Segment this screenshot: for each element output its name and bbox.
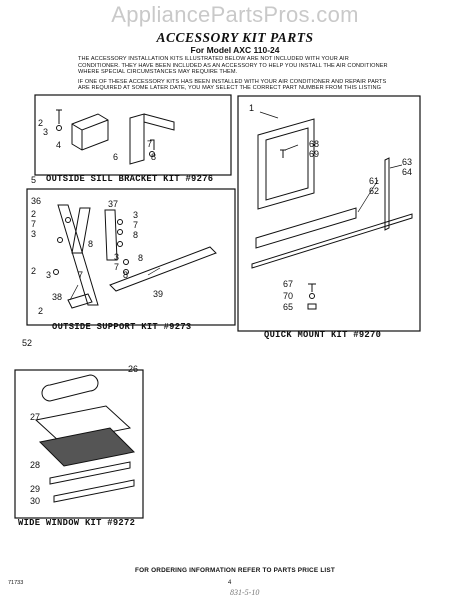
callout-37: 37 [108,199,119,209]
support-foot-part-38 [67,293,93,309]
callout-68: 68 [309,139,320,149]
document-code: 71733 [8,580,24,586]
callout-8: 8 [123,270,129,280]
callout-29: 29 [30,484,41,494]
callout-3: 3 [133,210,139,220]
nut-part-65 [307,303,317,310]
intro-text: THE ACCESSORY INSTALLATION KITS ILLUSTRA… [78,56,388,92]
sill-bracket-kit-frame [34,94,232,176]
intro-paragraph-1: THE ACCESSORY INSTALLATION KITS ILLUSTRA… [78,56,388,76]
intro-paragraph-2: IF ONE OF THESE ACCESSORY KITS HAS BEEN … [78,78,387,92]
callout-2: 2 [38,118,44,128]
wide-window-kit-label: WIDE WINDOW KIT #9272 [18,518,136,528]
callout-7: 7 [78,270,84,280]
mount-frame-inner [265,127,309,201]
mount-frame-part-1 [257,118,315,210]
callout-27: 27 [30,412,41,422]
callout-3: 3 [46,270,52,280]
callout-8: 8 [138,253,144,263]
panel-part-28 [38,427,136,467]
model-subtitle: For Model AXC 110-24 [190,45,280,55]
callout-63: 63 [402,157,413,167]
callout-7: 7 [147,139,153,149]
callout-36: 36 [31,196,42,206]
callout-3: 3 [114,252,120,262]
bracket-part-6 [129,113,175,165]
washer-part-3 [56,125,62,131]
strip-part-29 [49,461,131,485]
gasket-part-26 [41,374,99,402]
callout-1: 1 [249,103,255,113]
callout-65: 65 [283,302,294,312]
support-kit-frame [26,188,236,326]
callout-6: 6 [113,152,119,162]
screw-part-67 [308,283,316,292]
sill-bracket-kit-label: OUTSIDE SILL BRACKET KIT #9276 [46,174,214,184]
rail-part-63 [384,157,390,231]
callout-69: 69 [309,149,320,159]
support-arm-right [104,209,118,261]
callout-3: 3 [31,229,37,239]
block-part-4 [71,113,109,151]
callout-2: 2 [38,306,44,316]
callout-64: 64 [402,167,413,177]
support-rail-part-39 [109,246,217,292]
ordering-info: FOR ORDERING INFORMATION REFER TO PARTS … [135,567,335,574]
washer-part-70 [309,293,315,299]
callout-62: 62 [369,186,380,196]
callout-52: 52 [22,338,33,348]
callout-3: 3 [43,127,49,137]
callout-2: 2 [31,266,37,276]
watermark: AppliancePartsPros.com [111,2,359,27]
support-arm-left [57,204,99,306]
quick-mount-kit-frame [237,95,421,332]
strip-part-30 [53,479,135,503]
callout-26: 26 [128,364,139,374]
callout-67: 67 [283,279,294,289]
screw-part-2 [56,109,62,124]
callout-39: 39 [153,289,164,299]
callout-4: 4 [56,140,62,150]
callout-38: 38 [52,292,63,302]
nut-part-8 [149,151,155,157]
callout-5: 5 [31,175,37,185]
callout-61: 61 [369,176,380,186]
wide-window-kit-frame [14,369,144,519]
quick-mount-kit-label: QUICK MOUNT KIT #9270 [264,330,382,340]
channel-part-61 [255,207,357,249]
panel-part-27 [34,405,132,443]
page-number: 4 [228,580,232,586]
support-strut [71,207,91,254]
callout-7: 7 [114,262,120,272]
callout-30: 30 [30,496,41,506]
support-kit-label: OUTSIDE SUPPORT KIT #9273 [52,322,192,332]
page-title: ACCESSORY KIT PARTS [156,30,314,45]
callout-8: 8 [133,230,139,240]
callout-70: 70 [283,291,294,301]
handwritten-note: 831-5-10 [230,588,260,597]
screw-part-68 [280,149,286,158]
screw-part-7 [150,139,155,150]
callout-8: 8 [151,152,157,162]
strip-part-62 [251,213,413,269]
callout-28: 28 [30,460,41,470]
callout-2: 2 [31,209,37,219]
callout-7: 7 [31,219,37,229]
callout-7: 7 [133,220,139,230]
callout-8: 8 [88,239,94,249]
